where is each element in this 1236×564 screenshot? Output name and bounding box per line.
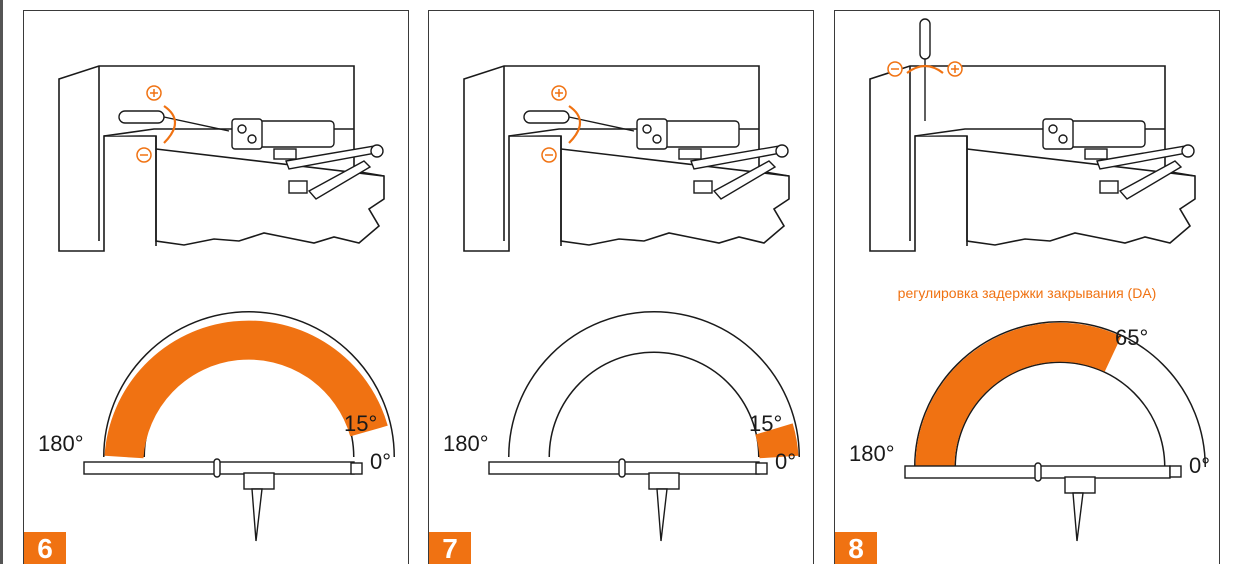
rotate-arrow-icon: [163, 105, 177, 144]
highlighted-angle-range: [755, 423, 799, 459]
angle-label-0: 0°: [775, 449, 797, 474]
door-closer-illustration: [869, 18, 1206, 542]
angle-label-to: 15°: [344, 411, 378, 436]
top-screwdriver-icon: [919, 18, 931, 121]
highlighted-angle-range: [915, 322, 1122, 468]
angle-label-180: 180°: [443, 431, 489, 456]
door-closer-illustration: [463, 65, 800, 542]
highlighted-angle-range: [104, 320, 388, 459]
door-arm: [83, 458, 363, 542]
angle-label-to: 65°: [1115, 325, 1149, 350]
rotate-arrow-icon: [906, 64, 944, 74]
door-closer-illustration: [58, 65, 395, 542]
rotate-arrow-icon: [568, 105, 582, 144]
angle-label-0: 0°: [1189, 453, 1211, 478]
door-arm: [488, 458, 768, 542]
angle-label-0: 0°: [370, 449, 392, 474]
delayed-action-caption: регулировка задержки закрывания (DA): [897, 285, 1157, 301]
angle-label-to: 15°: [749, 411, 783, 436]
angle-label-180: 180°: [38, 431, 84, 456]
left-edge-divider: [0, 0, 3, 564]
step-number-badge: 8: [835, 532, 877, 564]
step-panel-7: 180° 15° 0° 7: [428, 10, 814, 564]
step-number-badge: 6: [24, 532, 66, 564]
step-number-badge: 7: [429, 532, 471, 564]
step-panel-6: 180° 15° 0° 6: [23, 10, 409, 564]
step-panel-8: регулировка задержки закрывания (DA) 180…: [834, 10, 1220, 564]
door-arm: [904, 462, 1182, 542]
angle-label-180: 180°: [849, 441, 895, 466]
